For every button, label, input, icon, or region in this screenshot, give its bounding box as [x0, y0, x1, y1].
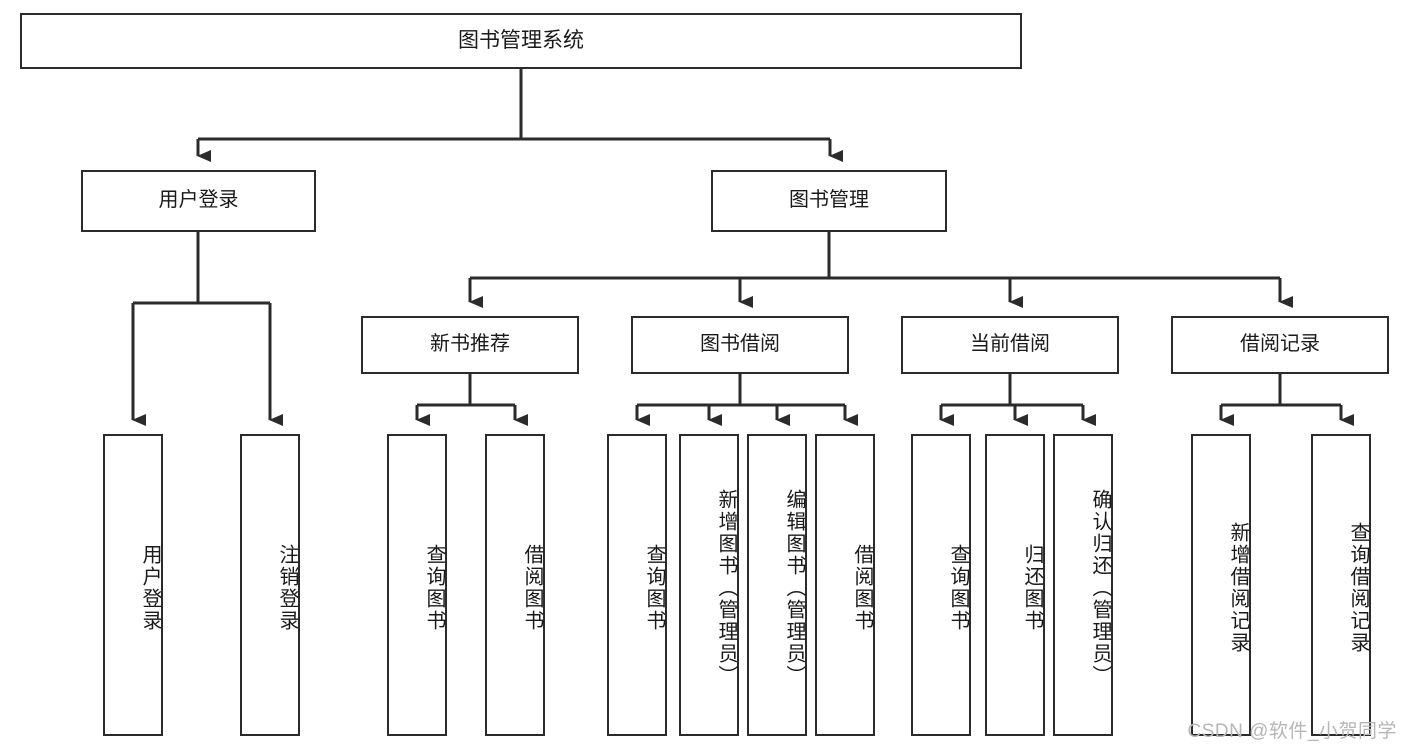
node-leaf-query-book-3[interactable]: 查询图书: [911, 434, 971, 736]
node-current-borrow[interactable]: 当前借阅: [901, 316, 1119, 374]
node-leaf-borrow-book-2[interactable]: 借阅图书: [815, 434, 875, 736]
node-leaf-query-book-3-label: 查询图书: [947, 544, 969, 632]
node-leaf-user-logout-label: 注销登录: [276, 544, 298, 632]
node-user-login[interactable]: 用户登录: [81, 170, 316, 232]
node-leaf-query-record-label: 查询借阅记录: [1347, 522, 1369, 654]
node-user-login-label: 用户登录: [158, 189, 239, 212]
node-root[interactable]: 图书管理系统: [20, 13, 1022, 69]
node-leaf-add-book[interactable]: 新增图书（管理员）: [679, 434, 739, 736]
node-leaf-query-book-1[interactable]: 查询图书: [387, 434, 447, 736]
node-new-book-recommend[interactable]: 新书推荐: [361, 316, 579, 374]
node-leaf-add-record-label: 新增借阅记录: [1227, 522, 1249, 654]
node-book-borrow-label: 图书借阅: [700, 333, 780, 356]
node-root-label: 图书管理系统: [458, 28, 584, 52]
node-leaf-user-logout[interactable]: 注销登录: [240, 434, 300, 736]
node-leaf-borrow-book-1[interactable]: 借阅图书: [485, 434, 545, 736]
node-leaf-user-login[interactable]: 用户登录: [103, 434, 163, 736]
node-leaf-return-book[interactable]: 归还图书: [985, 434, 1045, 736]
node-new-book-recommend-label: 新书推荐: [430, 333, 510, 356]
node-leaf-confirm-return-label: 确认归还（管理员）: [1089, 489, 1111, 687]
node-leaf-confirm-return[interactable]: 确认归还（管理员）: [1053, 434, 1113, 736]
node-book-manage[interactable]: 图书管理: [711, 170, 947, 232]
node-leaf-borrow-book-2-label: 借阅图书: [851, 544, 873, 632]
node-leaf-query-book-1-label: 查询图书: [423, 544, 445, 632]
node-leaf-borrow-book-1-label: 借阅图书: [521, 544, 543, 632]
node-leaf-edit-book[interactable]: 编辑图书（管理员）: [747, 434, 807, 736]
node-current-borrow-label: 当前借阅: [970, 333, 1050, 356]
node-leaf-query-book-2-label: 查询图书: [643, 544, 665, 632]
node-leaf-query-record[interactable]: 查询借阅记录: [1311, 434, 1371, 736]
node-leaf-user-login-label: 用户登录: [139, 544, 161, 632]
csdn-watermark: CSDN @软件_小贺同学: [1187, 721, 1397, 742]
node-leaf-edit-book-label: 编辑图书（管理员）: [783, 489, 805, 687]
node-borrow-record-label: 借阅记录: [1240, 333, 1320, 356]
node-book-manage-label: 图书管理: [789, 189, 869, 212]
node-leaf-add-record[interactable]: 新增借阅记录: [1191, 434, 1251, 736]
node-leaf-add-book-label: 新增图书（管理员）: [715, 489, 737, 687]
node-book-borrow[interactable]: 图书借阅: [631, 316, 849, 374]
node-leaf-query-book-2[interactable]: 查询图书: [607, 434, 667, 736]
node-leaf-return-book-label: 归还图书: [1021, 544, 1043, 632]
node-borrow-record[interactable]: 借阅记录: [1171, 316, 1389, 374]
